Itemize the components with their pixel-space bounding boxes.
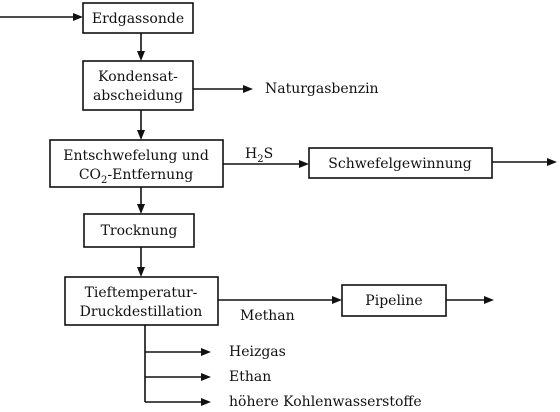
arrow-kondensat-to-entschwefelung [137, 110, 145, 140]
box-tieftemperatur-label-line2: Druckdestillation [80, 304, 203, 320]
box-pipeline-label: Pipeline [365, 293, 422, 309]
arrow-pipeline-output [446, 296, 494, 304]
box-tieftemperatur-druckdestillation: Tieftemperatur- Druckdestillation [64, 276, 219, 326]
arrow-to-naturgasbenzin [193, 85, 253, 93]
arrow-h2s-to-schwefelgewinnung [223, 160, 309, 168]
box-entschwefelung-label-line2: CO2-Entfernung [79, 167, 193, 186]
box-tieftemperatur-label-line1: Tieftemperatur- [85, 285, 198, 301]
box-trocknung-label: Trocknung [101, 223, 178, 239]
box-entschwefelung-label-line1: Entschwefelung und [63, 148, 209, 164]
box-pipeline: Pipeline [341, 284, 447, 317]
box-erdgassonde: Erdgassonde [82, 2, 194, 34]
arrow-trocknung-to-tieftemperatur [137, 247, 145, 277]
label-h2s: H2S [245, 146, 273, 165]
arrow-erdgassonde-to-kondensat [137, 33, 145, 61]
box-entschwefelung: Entschwefelung und CO2-Entfernung [49, 139, 224, 188]
label-naturgasbenzin: Naturgasbenzin [265, 81, 379, 97]
box-trocknung: Trocknung [83, 213, 195, 248]
arrow-schwefelgewinnung-output [492, 158, 557, 166]
box-schwefelgewinnung: Schwefelgewinnung [308, 147, 493, 179]
label-hoehere-kohlenwasserstoffe: höhere Kohlenwasserstoffe [229, 394, 422, 410]
box-kondensat-label-line2: abscheidung [93, 88, 183, 104]
box-kondensatabscheidung: Kondensat- abscheidung [82, 60, 194, 111]
arrow-entschwefelung-to-trocknung [137, 187, 145, 214]
label-ethan: Ethan [229, 369, 271, 385]
box-schwefelgewinnung-label: Schwefelgewinnung [328, 156, 471, 172]
label-methan: Methan [240, 308, 295, 324]
box-kondensat-label-line1: Kondensat- [98, 69, 178, 85]
label-heizgas: Heizgas [229, 344, 286, 360]
branch-tieftemperatur-products [144, 325, 211, 406]
arrow-methan-to-pipeline [218, 296, 342, 304]
arrow-input-to-erdgassonde [0, 13, 83, 21]
box-erdgassonde-label: Erdgassonde [92, 11, 184, 27]
